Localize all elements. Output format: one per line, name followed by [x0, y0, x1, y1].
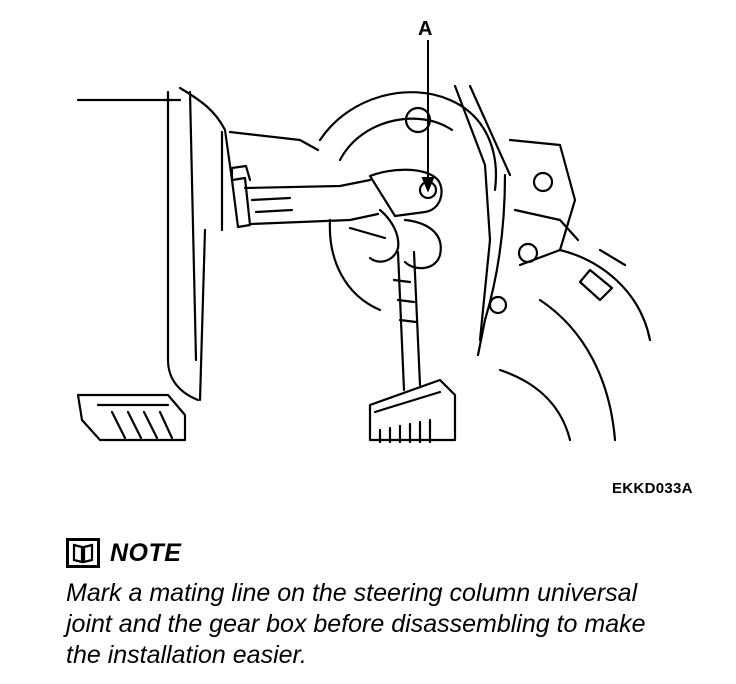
- note-line: Mark a mating line on the steering colum…: [66, 579, 638, 607]
- book-icon: [66, 538, 100, 568]
- note-title: NOTE: [110, 538, 182, 567]
- callout-label-a: A: [418, 18, 433, 40]
- note-body: Mark a mating line on the steering colum…: [66, 578, 706, 671]
- steering-joint-illustration: [76, 40, 652, 444]
- note-header: NOTE: [66, 538, 181, 568]
- note-line: joint and the gear box before disassembl…: [66, 610, 646, 638]
- note-line: the installation easier.: [66, 641, 307, 669]
- figure-id: EKKD033A: [612, 480, 693, 497]
